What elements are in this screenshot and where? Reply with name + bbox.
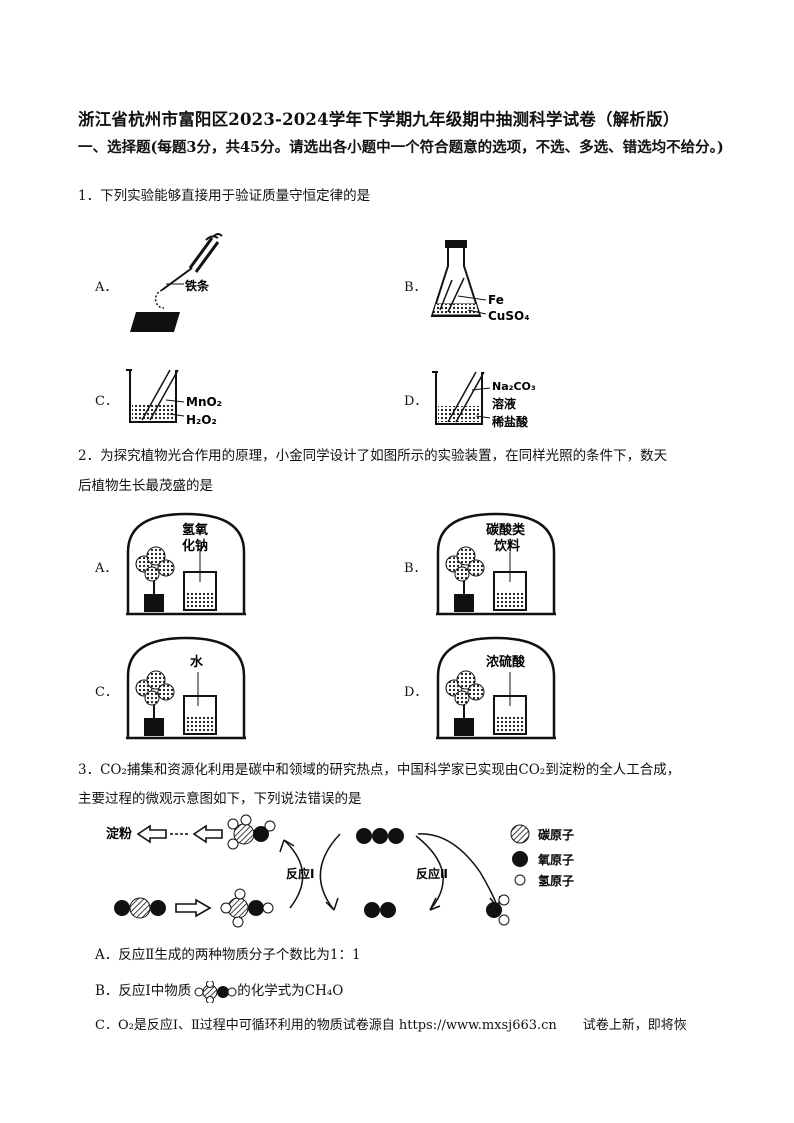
q2-stem-line2: 后植物生长最茂盛的是 xyxy=(78,478,213,494)
legend-oxygen: 氧原子 xyxy=(537,852,574,867)
q1-d-label-hcl: 稀盐酸 xyxy=(492,414,529,429)
q1-a-label-iron: 铁条 xyxy=(185,278,210,293)
legend: 碳原子 氧原子 氢原子 xyxy=(510,824,574,888)
q3-option-b-post: 的化学式为CH₄O xyxy=(237,983,344,999)
q1-d-label-solution: 溶液 xyxy=(492,396,516,411)
plant-icon xyxy=(445,670,485,736)
q2-option-b-figure: 碳酸类 饮料 xyxy=(436,512,556,616)
section-heading: 一、选择题(每题3分，共45分。请选出各小题中一个符合题意的选项，不选、多选、错… xyxy=(78,139,724,156)
q1-option-c-figure: MnO₂ H₂O₂ xyxy=(126,369,222,427)
q2-a-label-1: 氢氧 xyxy=(182,522,208,538)
reaction-1-label: 反应Ⅰ xyxy=(286,866,314,881)
q2-a-label-2: 化钠 xyxy=(182,538,208,554)
q3-stem-line2: 主要过程的微观示意图如下，下列说法错误的是 xyxy=(78,791,362,807)
q1-b-label-fe: Fe xyxy=(488,293,504,307)
q2-option-d-figure: 浓硫酸 xyxy=(436,636,556,740)
q3-stem-line1: 3．CO₂捕集和资源化利用是碳中和领域的研究热点，中国科学家已实现由CO₂到淀粉… xyxy=(78,762,681,778)
methanol-molecule-bottom xyxy=(220,888,274,928)
arrow-left-icon xyxy=(136,824,167,844)
q2-option-d-letter: D． xyxy=(404,685,428,700)
q2-option-a-letter: A． xyxy=(95,561,118,576)
reaction-2-label: 反应Ⅱ xyxy=(416,866,448,881)
q1-c-label-mno2: MnO₂ xyxy=(186,395,222,409)
methanol-molecule-top xyxy=(227,814,276,850)
q1-option-d-letter: D． xyxy=(404,394,428,409)
q2-stem-line1: 2．为探究植物光合作用的原理，小金同学设计了如图所示的实验装置，在同样光照的条件… xyxy=(78,448,668,464)
q1-option-b-letter: B． xyxy=(404,280,427,295)
q1-stem: 1．下列实验能够直接用于验证质量守恒定律的是 xyxy=(78,188,371,204)
q1-option-c-letter: C． xyxy=(95,394,118,409)
water-molecule xyxy=(486,894,510,926)
q3-option-b: B．反应Ⅰ中物质 的化学式为CH₄O xyxy=(95,978,343,1004)
arrow-right-icon xyxy=(175,898,212,918)
q1-d-label-na2co3: Na₂CO₃ xyxy=(492,380,536,393)
q3-option-c: C．O₂是反应Ⅰ、Ⅱ过程中可循环利用的物质试卷源自 https://www.mx… xyxy=(95,1018,687,1033)
co2-molecule xyxy=(114,897,166,919)
q1-c-label-h2o2: H₂O₂ xyxy=(186,413,217,427)
q1-b-label-cuso4: CuSO₄ xyxy=(488,309,529,323)
plant-icon xyxy=(445,546,485,612)
plant-icon xyxy=(135,670,175,736)
page-title: 浙江省杭州市富阳区2023-2024学年下学期九年级期中抽测科学试卷（解析版） xyxy=(78,110,680,129)
q1-option-a-letter: A． xyxy=(95,280,118,295)
methanol-molecule-inline xyxy=(194,979,237,1004)
q3-option-a: A．反应Ⅱ生成的两种物质分子个数比为1：1 xyxy=(95,947,361,963)
q2-b-label-1: 碳酸类 xyxy=(486,522,526,538)
q3-reaction-diagram: 淀粉 反应Ⅰ 反应Ⅱ xyxy=(106,814,574,928)
q2-option-a-figure: 氢氧 化钠 xyxy=(126,512,246,616)
q1-option-d-figure: Na₂CO₃ 溶液 稀盐酸 xyxy=(432,371,536,429)
oxygen-molecule-bottom xyxy=(364,902,396,918)
legend-carbon: 碳原子 xyxy=(538,827,574,842)
starch-label: 淀粉 xyxy=(106,826,132,842)
arrow-left-icon xyxy=(192,824,223,844)
plant-icon xyxy=(135,546,175,612)
q2-option-c-figure: 水 xyxy=(126,636,246,740)
q1-option-a-figure: 铁条 xyxy=(130,233,223,332)
q2-c-label: 水 xyxy=(190,654,204,670)
q2-option-b-letter: B． xyxy=(404,561,427,576)
legend-hydrogen: 氢原子 xyxy=(538,873,574,888)
oxygen-molecule-top xyxy=(356,828,404,844)
q2-b-label-2: 饮料 xyxy=(493,538,520,554)
q1-option-b-figure: Fe CuSO₄ xyxy=(430,240,529,323)
q2-d-label: 浓硫酸 xyxy=(486,654,526,670)
q3-option-b-pre: B．反应Ⅰ中物质 xyxy=(95,983,192,999)
q2-option-c-letter: C． xyxy=(95,685,118,700)
